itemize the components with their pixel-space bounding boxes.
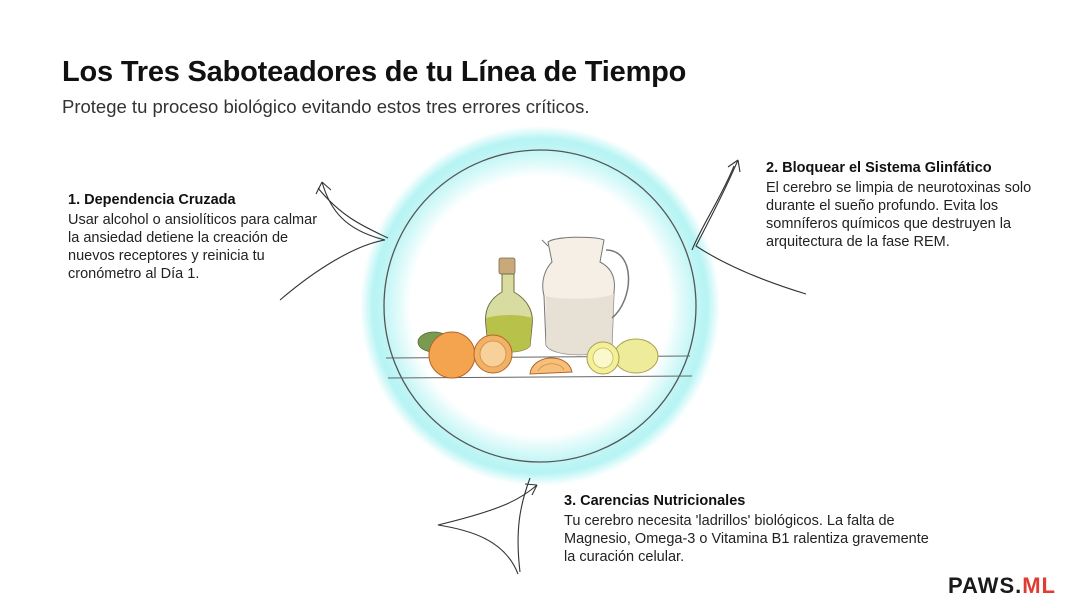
arrow-right-icon: [691, 159, 807, 295]
water-pitcher-icon: [541, 236, 630, 356]
brand-logo: PAWS.ML: [948, 573, 1056, 599]
page-subtitle: Protege tu proceso biológico evitando es…: [62, 96, 590, 117]
glow-halo: [360, 126, 720, 486]
saboteur-3-heading: 3. Carencias Nutricionales: [564, 493, 746, 509]
saboteur-2: 2. Bloquear el Sistema Glinfático El cer…: [766, 160, 1056, 251]
brand-main: PAWS.: [947, 573, 1023, 598]
saboteur-1: 1. Dependencia Cruzada Usar alcohol o an…: [68, 192, 328, 283]
page-title: Los Tres Saboteadores de tu Línea de Tie…: [62, 56, 687, 88]
arrow-bottom-icon: [437, 477, 538, 575]
saboteur-1-heading: 1. Dependencia Cruzada: [68, 192, 236, 208]
brand-accent: ML: [1022, 573, 1056, 598]
orange-fruit-icon: [417, 331, 573, 379]
saboteur-3: 3. Carencias Nutricionales Tu cerebro ne…: [564, 493, 934, 566]
arrow-left-icon: [279, 181, 389, 301]
saboteur-2-body: El cerebro se limpia de neurotoxinas sol…: [766, 180, 1032, 250]
saboteur-2-heading: 2. Bloquear el Sistema Glinfático: [766, 160, 992, 176]
table-line: [387, 375, 693, 379]
saboteur-1-body: Usar alcohol o ansiolíticos para calmar …: [68, 212, 318, 282]
lemon-fruit-icon: [586, 338, 659, 375]
frame-circle: [383, 149, 697, 463]
saboteur-3-body: Tu cerebro necesita 'ladrillos' biológic…: [564, 513, 929, 565]
